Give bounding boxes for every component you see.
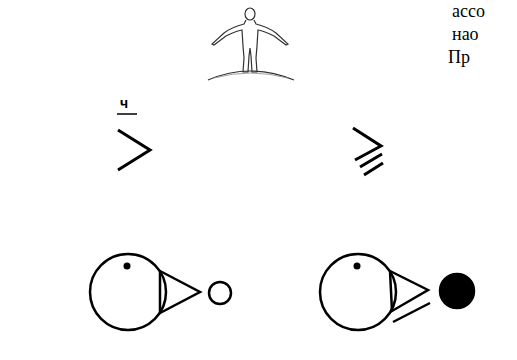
greater-sign <box>118 130 150 170</box>
filled-circle <box>440 274 474 308</box>
text-fragment: Пр <box>448 48 470 68</box>
text-fragment: ассо <box>452 2 485 22</box>
head-circle <box>90 254 166 330</box>
underline <box>117 113 137 115</box>
eye-dot <box>124 263 131 270</box>
greater-double-sign <box>353 128 383 175</box>
beak <box>390 271 428 311</box>
head <box>245 8 255 20</box>
open-circle <box>209 282 231 304</box>
human-on-globe <box>208 8 294 80</box>
chevron <box>353 128 381 160</box>
stroke-line <box>364 163 383 175</box>
globe-line <box>214 73 288 78</box>
head-circle <box>320 254 396 330</box>
bird-left <box>90 254 231 330</box>
text-fragment: нао <box>452 25 479 45</box>
bird-right <box>320 254 474 330</box>
eye-dot <box>354 263 361 270</box>
beak <box>160 271 200 313</box>
body <box>212 20 288 72</box>
symbol-label: ч <box>120 96 128 111</box>
globe-arc <box>208 71 294 80</box>
mouth-line <box>393 303 430 322</box>
